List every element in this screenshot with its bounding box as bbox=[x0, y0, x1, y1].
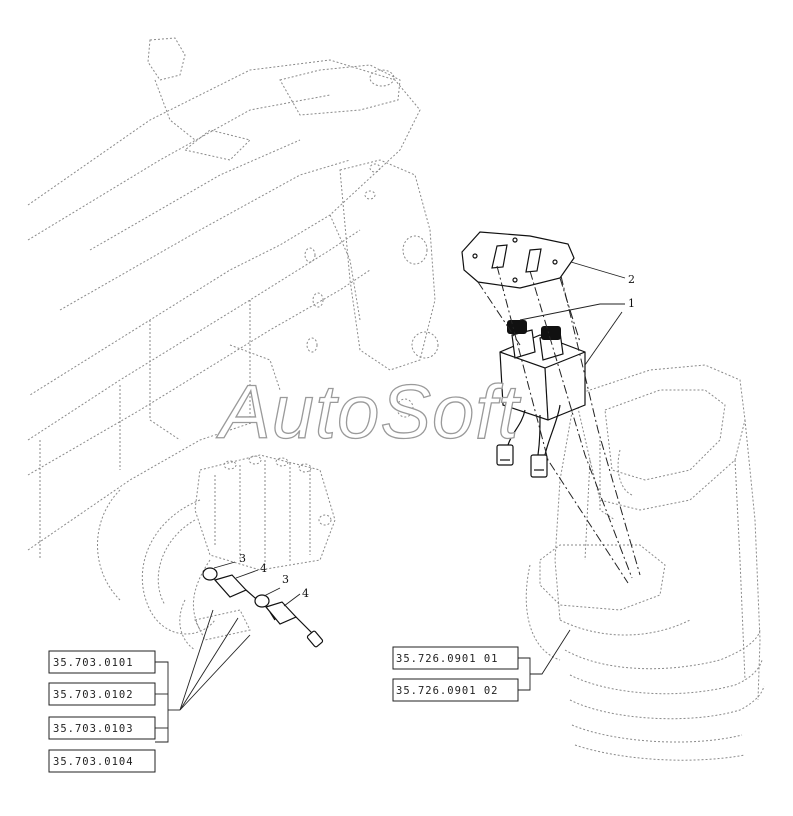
callout-4a: 4 bbox=[260, 562, 267, 575]
ref-text-left-4: 35.703.0104 bbox=[53, 756, 134, 768]
callout-3b: 3 bbox=[282, 573, 289, 586]
callout-2: 2 bbox=[628, 273, 635, 286]
callout-3a: 3 bbox=[239, 552, 246, 565]
ref-box-left-2 bbox=[48, 682, 156, 706]
watermark-logo: AutoSoft bbox=[216, 370, 521, 455]
ref-box-right-1 bbox=[392, 646, 519, 670]
callout-1: 1 bbox=[628, 297, 635, 310]
switch-assembly-part-1 bbox=[496, 320, 586, 478]
ref-text-right-1: 35.726.0901 01 bbox=[396, 653, 499, 665]
reference-list-left: 35.703.0101 35.703.0102 35.703.0103 35.7… bbox=[48, 650, 156, 773]
chassis-frame-ghost bbox=[27, 37, 439, 560]
valve-block-ghost bbox=[97, 454, 336, 651]
reference-leaders bbox=[155, 609, 571, 743]
callout-leaders bbox=[213, 261, 626, 607]
ref-box-right-2 bbox=[392, 678, 519, 702]
ref-box-left-4 bbox=[48, 749, 156, 773]
ref-text-left-1: 35.703.0101 bbox=[53, 657, 134, 669]
assembly-lines bbox=[477, 265, 641, 584]
joystick-console-ghost bbox=[525, 364, 765, 761]
ref-box-left-1 bbox=[48, 650, 156, 674]
ref-box-left-3 bbox=[48, 716, 156, 740]
cover-plate-part-2 bbox=[461, 231, 575, 289]
reference-list-right: 35.726.0901 01 35.726.0901 02 bbox=[392, 646, 519, 702]
ref-text-left-3: 35.703.0103 bbox=[53, 723, 134, 735]
ref-text-left-2: 35.703.0102 bbox=[53, 689, 134, 701]
sensor-parts-3-4 bbox=[202, 567, 324, 648]
ref-text-right-2: 35.726.0901 02 bbox=[396, 685, 499, 697]
callout-4b: 4 bbox=[302, 587, 309, 600]
